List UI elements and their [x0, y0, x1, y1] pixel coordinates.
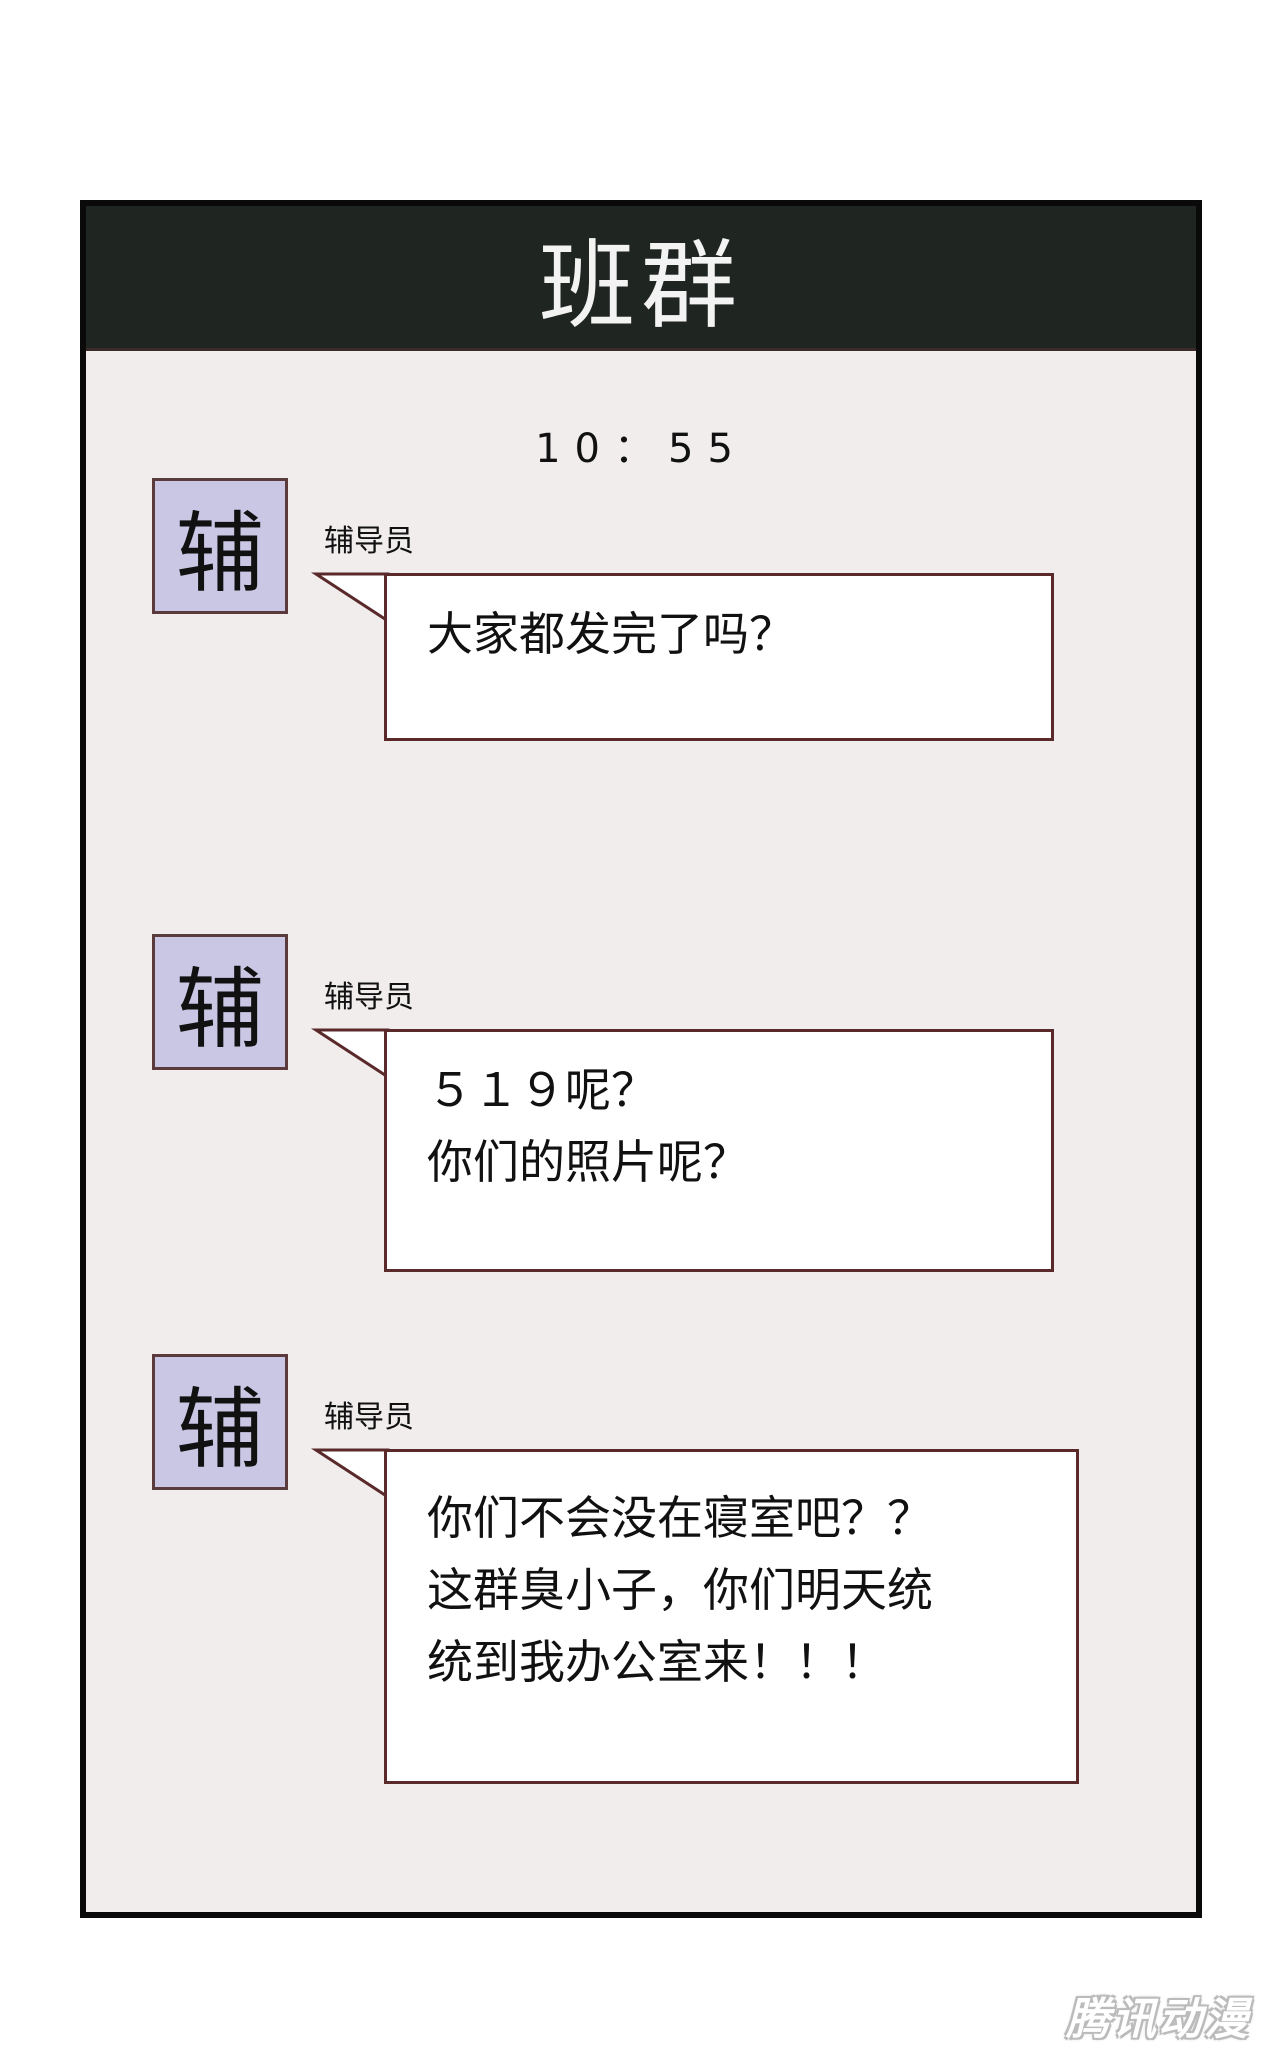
- avatar[interactable]: 辅: [152, 1354, 288, 1490]
- message-text: 统到我办公室来！！！: [427, 1635, 887, 1689]
- sender-name: 辅导员: [324, 1400, 414, 1435]
- watermark-logo: 腾讯动漫: [1066, 1994, 1250, 2045]
- chat-title: 班群: [539, 229, 743, 342]
- message-bubble: 你们不会没在寝室吧？？ 这群臭小子，你们明天统 统到我办公室来！！！: [384, 1449, 1079, 1784]
- avatar[interactable]: 辅: [152, 478, 288, 614]
- sender-name: 辅导员: [324, 980, 414, 1015]
- avatar[interactable]: 辅: [152, 934, 288, 1070]
- message-text: 你们不会没在寝室吧？？: [427, 1491, 933, 1545]
- message-text: 这群臭小子，你们明天统: [427, 1563, 933, 1617]
- sender-name: 辅导员: [324, 524, 414, 559]
- message-text: 你们的照片呢？: [427, 1135, 749, 1189]
- message-bubble: ５１９呢？ 你们的照片呢？: [384, 1029, 1054, 1272]
- message-bubble: 大家都发完了吗？: [384, 573, 1054, 741]
- message-text: ５１９呢？: [427, 1063, 657, 1117]
- chat-header: 班群: [86, 206, 1196, 351]
- timestamp: 10：55: [535, 426, 747, 472]
- message-text: 大家都发完了吗？: [427, 607, 795, 661]
- chat-window: 班群 10：55 辅 辅导员 大家都发完了吗？ 辅 辅导员 ５１９呢？: [80, 200, 1202, 1918]
